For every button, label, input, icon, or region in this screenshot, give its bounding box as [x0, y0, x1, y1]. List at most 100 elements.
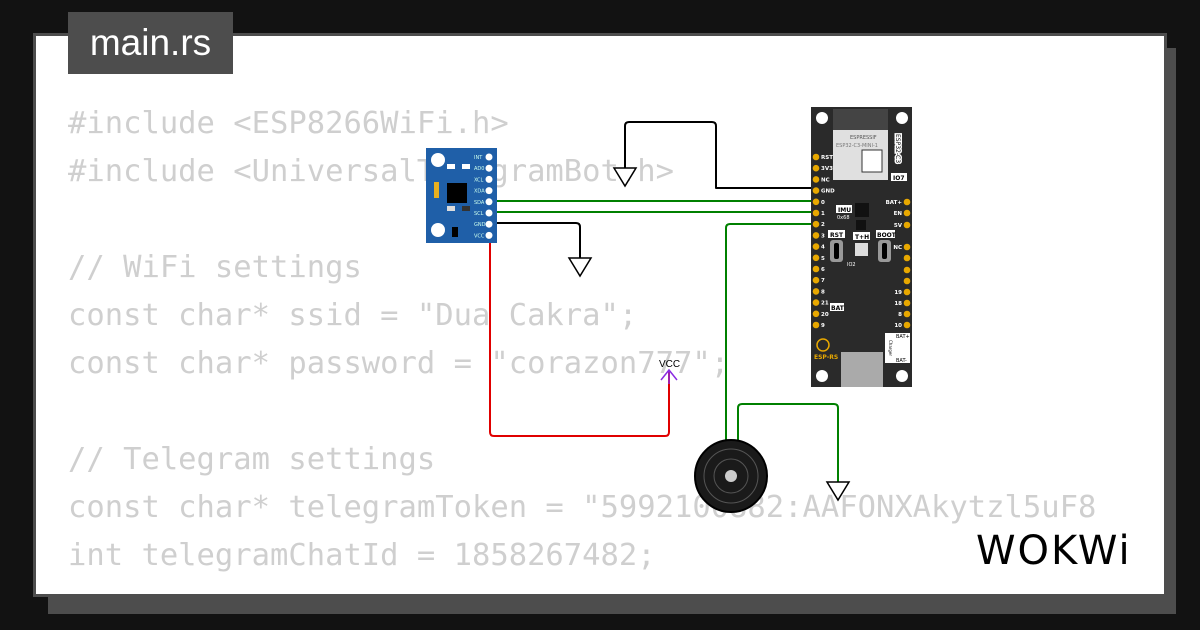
esp-pin[interactable]: [812, 164, 820, 172]
esp-pin-label: NC: [821, 177, 830, 183]
imu-label: IMU: [838, 207, 851, 214]
mpu-pin-label: SCL: [474, 211, 484, 217]
wire-buzzer-sig: [725, 223, 812, 440]
esp-pin[interactable]: [903, 243, 911, 251]
module-name: ESP32-C3-MINI-1: [836, 143, 878, 149]
bat-label: BAT: [831, 305, 845, 312]
wire-buzzer-gnd: [737, 403, 839, 482]
esp-pin-label: 19: [894, 290, 902, 296]
mpu-pin[interactable]: [485, 175, 493, 183]
io2-label: IO2: [847, 262, 856, 268]
ground-icon: [567, 257, 593, 278]
io7-label: IO7: [893, 175, 905, 182]
wire-mpu-gnd: [490, 222, 581, 258]
esp-pin-label: 1: [821, 211, 825, 217]
esp-pin-label: 8: [821, 289, 825, 295]
esp32-c3-board[interactable]: ESPRESSIF ESP32-C3-MINI-1 ESP32-C3 IO7 I…: [811, 107, 912, 387]
esp-pin[interactable]: [903, 288, 911, 296]
esp-pin-label: 18: [894, 301, 902, 307]
file-tab[interactable]: main.rs: [68, 12, 233, 74]
code-preview: #include <ESP8266WiFi.h>#include <Univer…: [68, 100, 1158, 580]
mpu-pin[interactable]: [485, 187, 493, 195]
boot-label: BOOT: [877, 232, 897, 239]
esp-pin-label: 4: [821, 245, 825, 251]
esp-pin-label: GND: [821, 189, 835, 195]
mpu-pin[interactable]: [485, 153, 493, 161]
ground-icon: [825, 481, 851, 502]
preview-card: [33, 33, 1167, 597]
esp-pin[interactable]: [812, 198, 820, 206]
mpu-pin[interactable]: [485, 164, 493, 172]
wokwi-logo: WOKWi: [976, 528, 1132, 574]
esp-pin[interactable]: [903, 310, 911, 318]
esp-pin[interactable]: [812, 187, 820, 194]
esp-pin-label: EN: [894, 211, 903, 217]
imu-address: 0x68: [837, 215, 850, 221]
esp-pin-label: 5: [821, 256, 825, 262]
esp-pin[interactable]: [812, 310, 820, 318]
rst-label: RST: [830, 232, 844, 239]
wire-vcc: [489, 236, 670, 437]
mpu-pin-label: AD0: [474, 166, 484, 172]
esp-pin[interactable]: [812, 321, 820, 329]
esp-pin[interactable]: [812, 299, 820, 306]
buzzer[interactable]: [694, 439, 768, 513]
th-label: T+H: [855, 234, 869, 241]
esp-pin[interactable]: [812, 276, 820, 284]
esp-pin-label: 0: [821, 200, 825, 206]
bat-plus-label: BAT+: [896, 334, 910, 340]
mpu-pin-label: XDA: [474, 189, 485, 195]
ground-icon: [612, 167, 638, 188]
esp-pin[interactable]: [903, 254, 911, 262]
esp-pin-label: 7: [821, 278, 825, 284]
esp-pin-label: 3V3: [821, 166, 833, 172]
code-line: const char* ssid = "Dua Cakra";: [68, 298, 638, 333]
esp-pin[interactable]: [812, 243, 820, 250]
esp-pin[interactable]: [903, 299, 911, 307]
mpu-pin[interactable]: [485, 198, 493, 206]
esp-pin[interactable]: [812, 254, 820, 262]
esp-pin-label: RST: [821, 155, 833, 161]
esp-pin[interactable]: [812, 176, 820, 183]
esp-pin-label: BAT+: [886, 200, 903, 206]
mpu-pin-label: INT: [474, 155, 483, 161]
esp-pin-label: NC: [893, 245, 902, 251]
esp-pin[interactable]: [812, 209, 820, 217]
mpu-pin-label: SDA: [474, 200, 485, 206]
code-line: // Telegram settings: [68, 442, 436, 477]
vcc-label: VCC: [659, 359, 680, 370]
board-name: ESP32-C3: [894, 134, 901, 163]
mpu-pin-label: GND: [474, 222, 486, 228]
esp-pin-label: 8: [898, 312, 902, 318]
esp-pin[interactable]: [812, 153, 820, 161]
esp-pin[interactable]: [812, 232, 820, 239]
wire-gnd-esp: [624, 121, 812, 189]
esp-pin-label: 3: [821, 233, 825, 239]
esp-pin[interactable]: [903, 321, 911, 329]
mpu-pin[interactable]: [485, 220, 493, 228]
esp-pin[interactable]: [812, 220, 820, 228]
esp-pin-label: 10: [894, 323, 902, 329]
esp-pin[interactable]: [903, 277, 911, 285]
esp-pin-label: 5V: [894, 223, 903, 229]
esp-pin[interactable]: [812, 288, 820, 295]
esp-pin[interactable]: [903, 221, 911, 229]
esp-pin-label: 2: [821, 222, 825, 228]
code-line: int telegramChatId = 1858267482;: [68, 538, 656, 573]
mpu-pin[interactable]: [485, 209, 493, 217]
esp-pin-label: 21: [821, 301, 829, 307]
code-line: const char* password = "corazon777";: [68, 346, 730, 381]
esp-pin-label: 6: [821, 267, 825, 273]
esp-pin[interactable]: [903, 198, 911, 206]
esp-pin-label: 9: [821, 323, 825, 329]
esp-pin[interactable]: [812, 265, 820, 273]
code-line: const char* telegramToken = "5992100882:…: [68, 490, 1097, 525]
module-brand: ESPRESSIF: [850, 135, 877, 141]
mpu-pin[interactable]: [485, 231, 493, 239]
esp-pin[interactable]: [903, 209, 911, 217]
code-line: // WiFi settings: [68, 250, 362, 285]
bat-minus-label: BAT-: [896, 358, 907, 364]
esp-pin[interactable]: [903, 266, 911, 274]
esp-pin-label: 20: [821, 312, 829, 318]
